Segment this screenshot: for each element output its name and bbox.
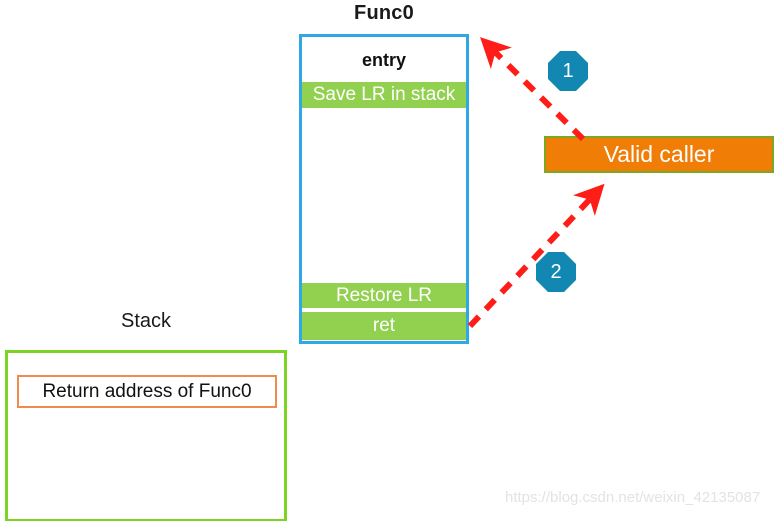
stack-title: Stack	[120, 310, 172, 332]
stack-box: Return address of Func0	[5, 350, 287, 521]
func0-box: entry Save LR in stack Restore LR ret	[299, 34, 469, 344]
func0-row-ret: ret	[302, 312, 466, 340]
stack-entry-return-address: Return address of Func0	[17, 375, 277, 408]
func0-row-save-lr: Save LR in stack	[302, 82, 466, 108]
func0-title: Func0	[354, 2, 414, 24]
arrow-2-to-caller	[467, 183, 605, 329]
func0-row-restore-lr: Restore LR	[302, 283, 466, 308]
step-badge-1: 1	[548, 51, 588, 91]
watermark-text: https://blog.csdn.net/weixin_42135087	[505, 489, 761, 506]
valid-caller-box: Valid caller	[544, 136, 774, 173]
func0-row-entry: entry	[361, 50, 406, 70]
step-badge-2: 2	[536, 252, 576, 292]
